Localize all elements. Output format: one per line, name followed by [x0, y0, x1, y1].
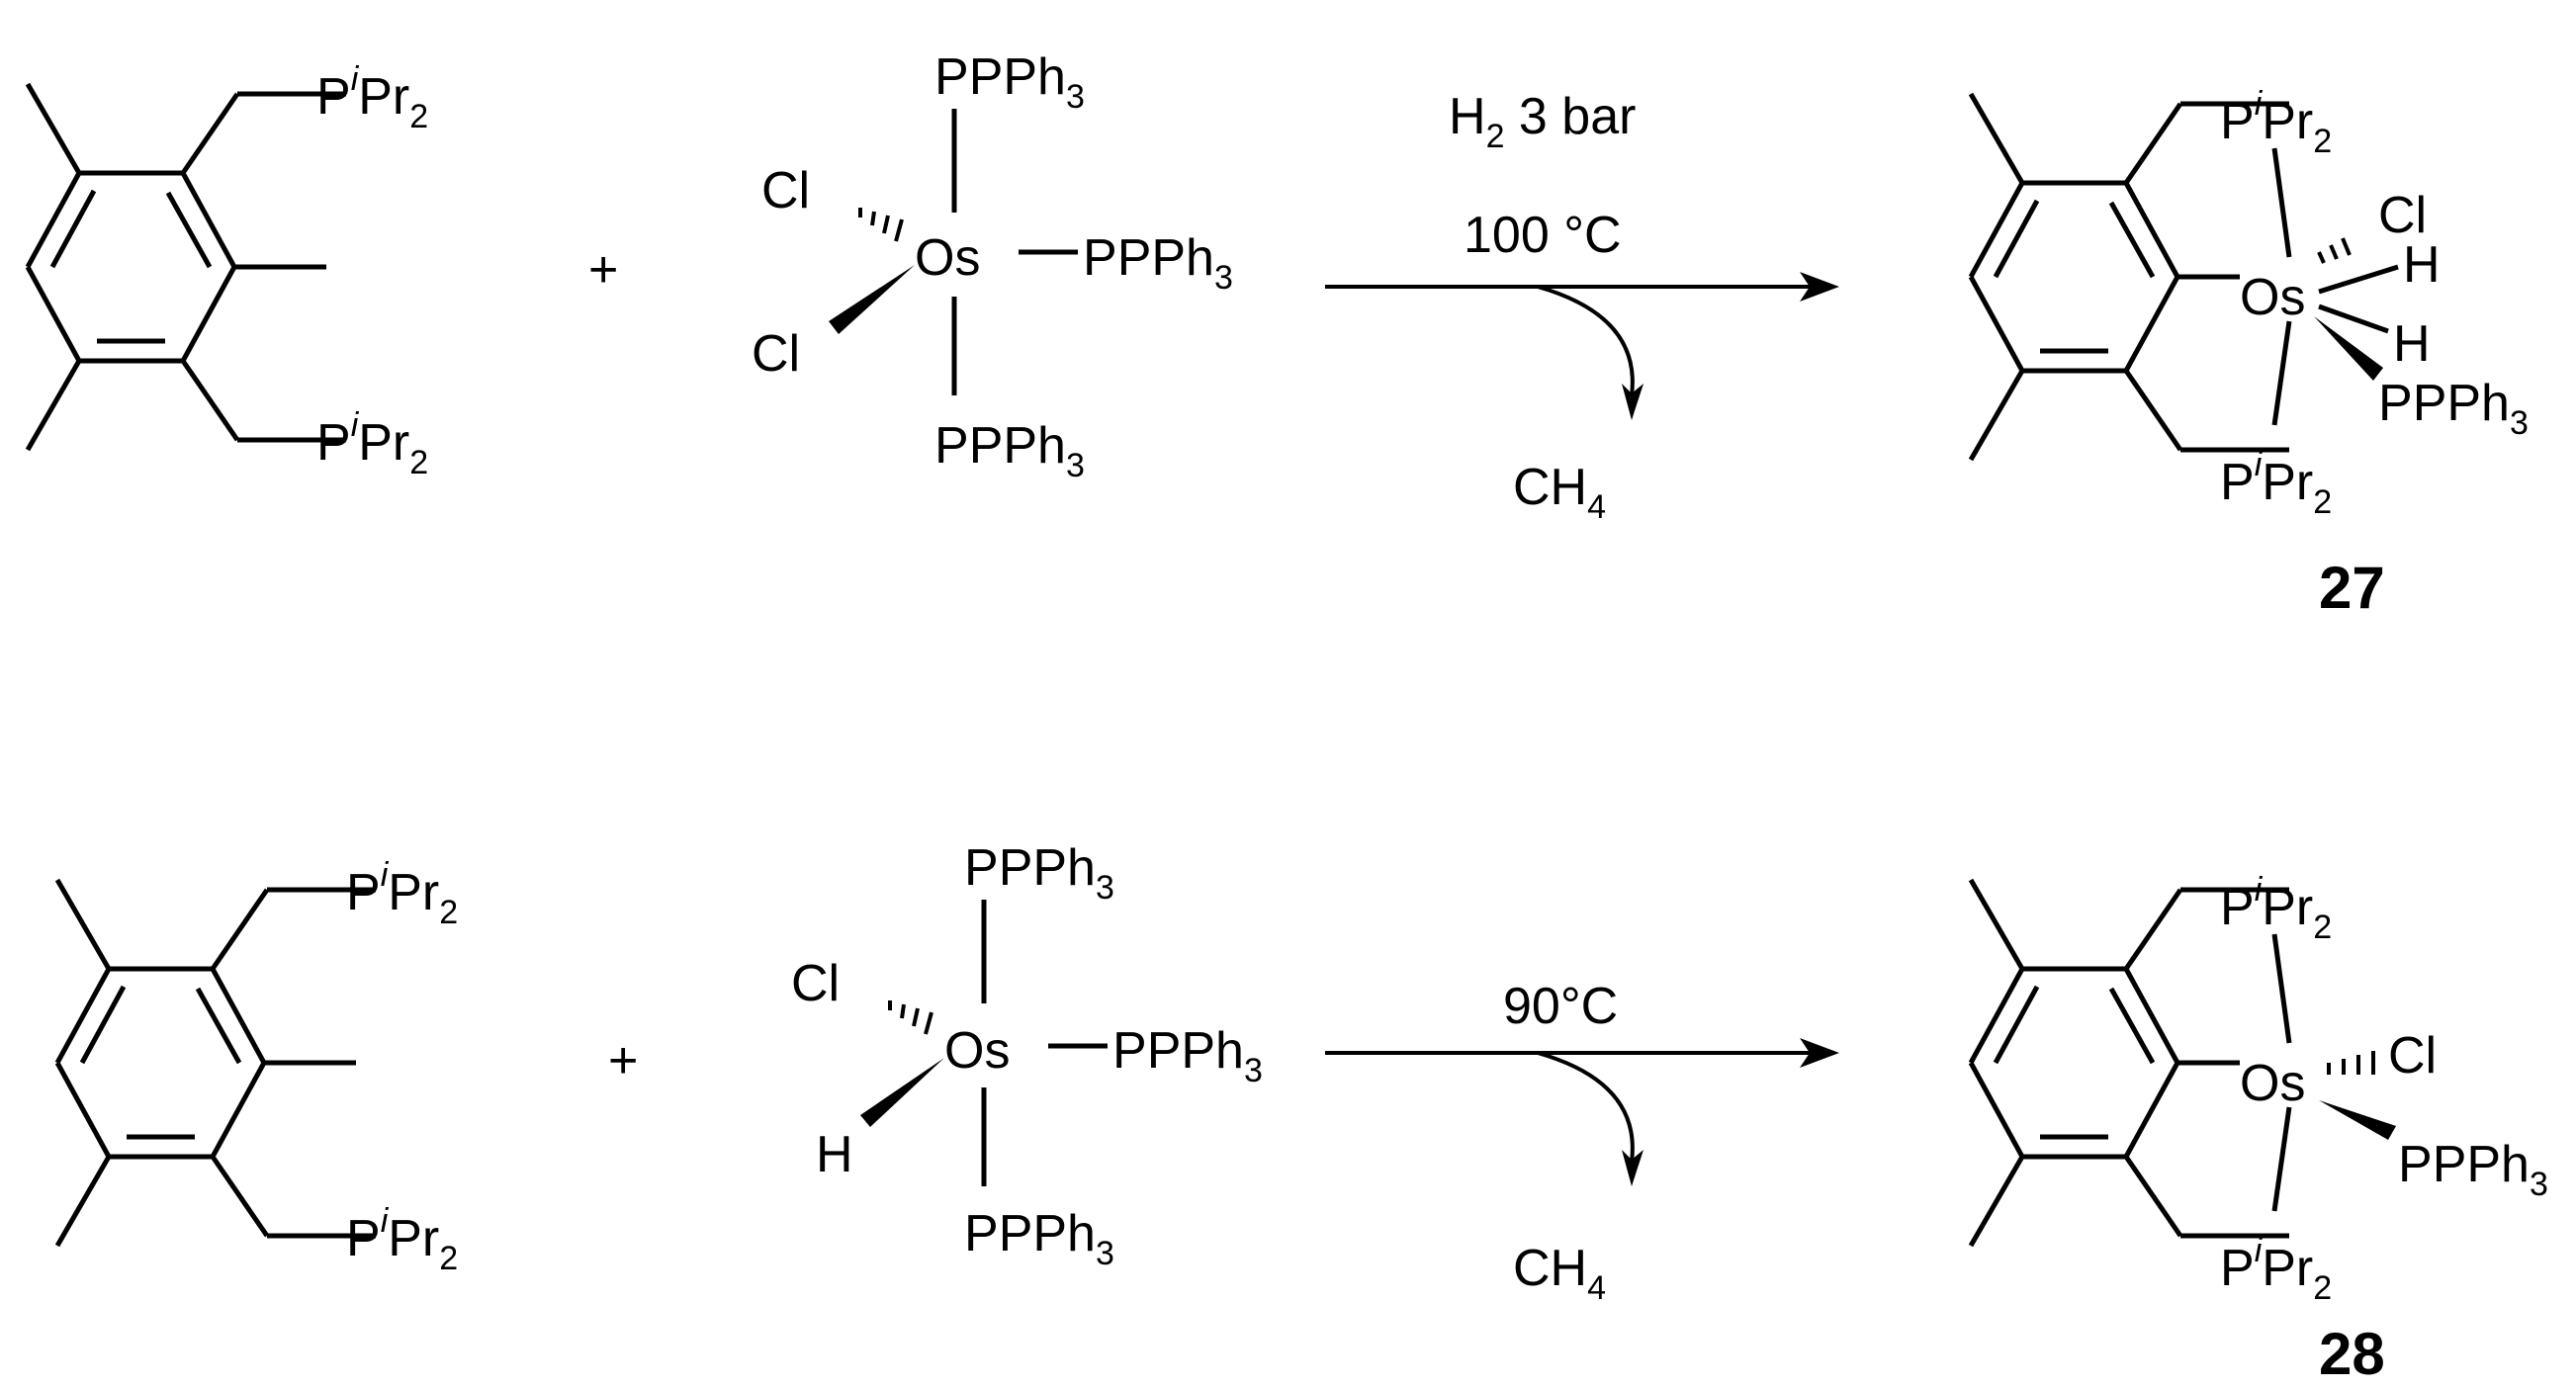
compound-number-28: 28	[2319, 1321, 2385, 1387]
reaction-2: + Os Cl H 90°C C	[57, 839, 2548, 1387]
svg-text:Cl: Cl	[2378, 187, 2427, 244]
svg-text:H: H	[2393, 315, 2431, 373]
svg-text:Cl: Cl	[791, 955, 840, 1012]
os-precursor-1: Os Cl Cl	[752, 48, 1233, 484]
svg-text:CH4: CH4	[1513, 459, 1606, 526]
compound-number-27: 27	[2319, 555, 2385, 621]
svg-text:100 °C: 100 °C	[1464, 207, 1622, 264]
svg-text:90°C: 90°C	[1503, 978, 1618, 1035]
product-28: Os Cl 28	[1971, 871, 2548, 1387]
svg-text:Os: Os	[915, 229, 980, 287]
svg-text:Os: Os	[2240, 1055, 2305, 1112]
svg-text:Os: Os	[2240, 269, 2305, 326]
svg-text:Cl: Cl	[752, 325, 800, 383]
ligand-reactant-1	[28, 60, 429, 481]
svg-text:H2 3 bar: H2 3 bar	[1449, 88, 1636, 155]
arrow-1: H2 3 bar 100 °C CH4	[1325, 88, 1839, 526]
product-27: Os Cl H H 27	[1971, 85, 2529, 621]
plus-sign-2: +	[608, 1032, 638, 1089]
os-precursor-2: Os Cl H	[791, 839, 1263, 1272]
svg-text:Os: Os	[944, 1022, 1010, 1080]
svg-text:H: H	[816, 1126, 853, 1183]
svg-text:Cl: Cl	[2388, 1027, 2437, 1085]
svg-text:Cl: Cl	[761, 162, 810, 219]
plus-sign-1: +	[588, 241, 618, 299]
svg-text:CH4: CH4	[1513, 1240, 1606, 1307]
reaction-1: + Os Cl Cl H2 3 bar 100 °C	[28, 48, 2529, 621]
svg-text:H: H	[2403, 236, 2441, 294]
ligand-reactant-2	[57, 856, 459, 1277]
arrow-2: 90°C CH4	[1325, 978, 1839, 1307]
